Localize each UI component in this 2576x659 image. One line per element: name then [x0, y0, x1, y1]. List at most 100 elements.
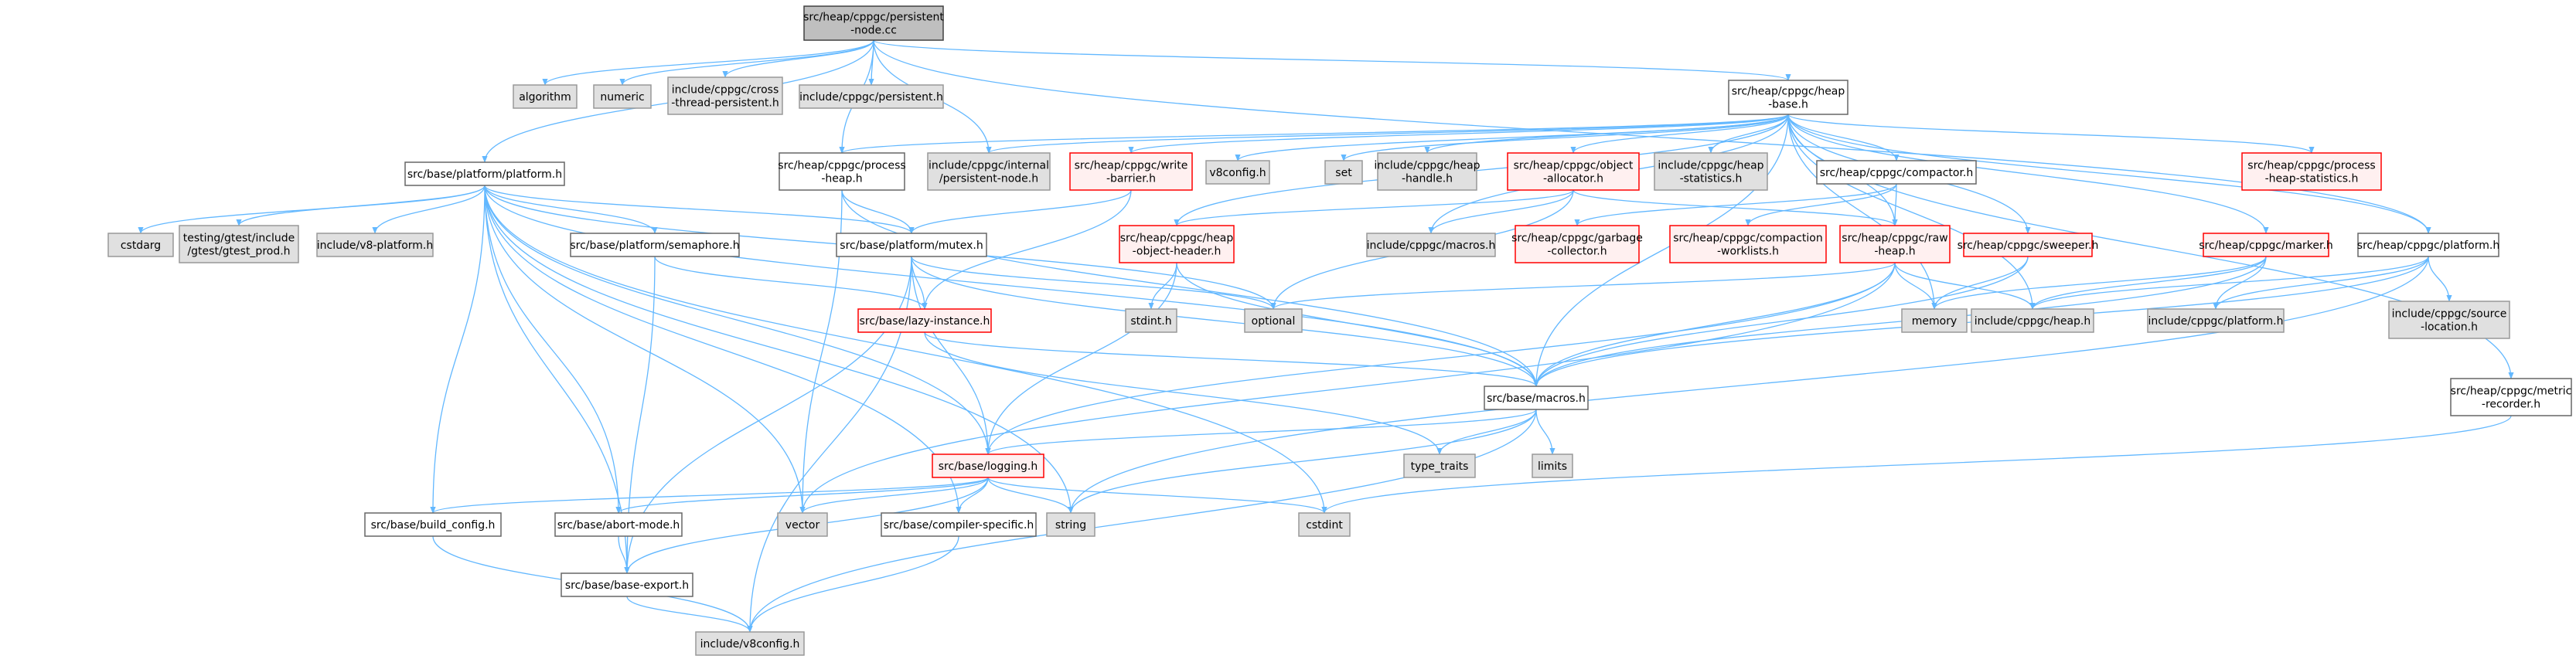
- graph-node-cppgc-platform[interactable]: src/heap/cppgc/platform.h: [2357, 233, 2499, 257]
- graph-node-compaction-worklists[interactable]: src/heap/cppgc/compaction-worklists.h: [1669, 225, 1827, 263]
- graph-node-numeric[interactable]: numeric: [593, 84, 652, 109]
- graph-node-internal-persistent[interactable]: include/cppgc/internal/persistent-node.h: [927, 152, 1051, 191]
- node-label: src/base/platform/semaphore.h: [570, 239, 739, 252]
- graph-node-string[interactable]: string: [1046, 512, 1095, 537]
- node-label: algorithm: [519, 91, 571, 104]
- node-label: src/base/compiler-specific.h: [884, 519, 1034, 532]
- graph-node-stdint[interactable]: stdint.h: [1125, 308, 1177, 333]
- graph-node-optional[interactable]: optional: [1244, 308, 1303, 333]
- graph-node-type-traits[interactable]: type_traits: [1403, 453, 1476, 478]
- graph-node-memory[interactable]: memory: [1901, 308, 1968, 333]
- graph-node-cross-thread[interactable]: include/cppgc/cross-thread-persistent.h: [667, 76, 783, 115]
- edge-logging-to-abort-mode: [615, 477, 989, 514]
- graph-node-limits[interactable]: limits: [1532, 453, 1573, 478]
- graph-node-heap-statistics[interactable]: include/cppgc/heap-statistics.h: [1654, 152, 1768, 191]
- edge-heap-base-to-cppgc-platform: [1787, 114, 2431, 234]
- node-label: limits: [1538, 460, 1567, 473]
- node-label: src/heap/cppgc/persistent: [803, 12, 944, 24]
- graph-node-raw-heap[interactable]: src/heap/cppgc/raw-heap.h: [1839, 225, 1951, 263]
- graph-node-metric-recorder[interactable]: src/heap/cppgc/metric-recorder.h: [2450, 378, 2572, 416]
- node-box: [1119, 225, 1235, 263]
- graph-node-heap-base[interactable]: src/heap/cppgc/heap-base.h: [1728, 80, 1849, 115]
- node-label: src/heap/cppgc/heap: [1732, 86, 1845, 98]
- edge-logging-to-vector: [799, 477, 989, 514]
- graph-node-heap-handle[interactable]: include/cppgc/heap-handle.h: [1374, 152, 1481, 191]
- node-box: [1669, 225, 1827, 263]
- graph-node-process-heap-stats[interactable]: src/heap/cppgc/process-heap-statistics.h: [2241, 152, 2382, 191]
- node-label: -barrier.h: [1106, 173, 1156, 185]
- node-label: src/heap/cppgc/marker.h: [2199, 239, 2333, 252]
- graph-node-v8config-h[interactable]: v8config.h: [1205, 160, 1270, 185]
- node-box: [881, 512, 1037, 537]
- graph-node-gtest-prod[interactable]: testing/gtest/include/gtest/gtest_prod.h: [179, 225, 299, 263]
- graph-node-lazy-instance[interactable]: src/base/lazy-instance.h: [857, 308, 992, 333]
- graph-node-marker[interactable]: src/heap/cppgc/marker.h: [2199, 233, 2333, 257]
- node-label: src/heap/cppgc/process: [778, 160, 905, 172]
- node-box: [1728, 80, 1849, 115]
- graph-node-vector[interactable]: vector: [777, 512, 828, 537]
- edge-platform-h-to-string: [484, 185, 1074, 514]
- edge-compactor-to-garbage-collector: [1574, 183, 1897, 226]
- graph-node-mutex[interactable]: src/base/platform/mutex.h: [836, 233, 987, 257]
- graph-node-base-export[interactable]: src/base/base-export.h: [561, 572, 693, 597]
- node-label: memory: [1912, 315, 1958, 328]
- node-label: include/cppgc/heap.h: [1975, 315, 2091, 328]
- node-box: [1901, 308, 1968, 333]
- graph-node-abort-mode[interactable]: src/base/abort-mode.h: [554, 512, 683, 537]
- graph-node-compiler-specific[interactable]: src/base/compiler-specific.h: [881, 512, 1037, 537]
- node-label: -heap.h: [821, 173, 862, 185]
- graph-node-base-macros[interactable]: src/base/macros.h: [1484, 386, 1589, 410]
- graph-node-logging[interactable]: src/base/logging.h: [932, 453, 1044, 478]
- node-label: /persistent-node.h: [939, 173, 1038, 185]
- graph-node-heap-h-inc[interactable]: include/cppgc/heap.h: [1971, 308, 2094, 333]
- nodes-layer: src/heap/cppgc/persistent-node.cc algorit…: [107, 5, 2572, 656]
- graph-node-build-config[interactable]: src/base/build_config.h: [364, 512, 502, 537]
- graph-node-compactor[interactable]: src/heap/cppgc/compactor.h: [1816, 160, 1977, 185]
- graph-node-sweeper[interactable]: src/heap/cppgc/sweeper.h: [1958, 233, 2099, 257]
- edge-heap-object-header-to-base-macros: [1176, 262, 1539, 387]
- graph-node-cstdarg[interactable]: cstdarg: [107, 233, 174, 257]
- node-box: [179, 225, 299, 263]
- graph-node-root[interactable]: src/heap/cppgc/persistent-node.cc: [803, 5, 944, 41]
- edge-marker-to-heap-h-inc: [2029, 256, 2267, 310]
- edge-heap-base-to-base-macros: [1533, 114, 1789, 387]
- node-label: set: [1335, 167, 1352, 179]
- node-box: [1377, 152, 1477, 191]
- graph-node-object-allocator[interactable]: src/heap/cppgc/object-allocator.h: [1507, 152, 1640, 191]
- node-label: -thread-persistent.h: [671, 97, 779, 110]
- graph-node-macros-h-inc[interactable]: include/cppgc/macros.h: [1366, 233, 1496, 257]
- edge-raw-heap-to-optional: [1270, 262, 1896, 310]
- edge-base-macros-to-v8config-inc: [747, 409, 1537, 633]
- edge-platform-h-to-gtest-prod: [236, 185, 486, 226]
- graph-node-v8-platform[interactable]: include/v8-platform.h: [316, 233, 434, 257]
- graph-node-platform-h[interactable]: src/base/platform/platform.h: [404, 161, 565, 186]
- graph-node-source-location[interactable]: include/cppgc/source-location.h: [2388, 301, 2510, 339]
- graph-node-set[interactable]: set: [1324, 160, 1363, 185]
- node-label: src/base/platform/platform.h: [407, 168, 562, 181]
- graph-node-platform-inc[interactable]: include/cppgc/platform.h: [2147, 308, 2285, 333]
- node-label: cstdarg: [121, 239, 161, 252]
- node-box: [1205, 160, 1270, 185]
- graph-node-algorithm[interactable]: algorithm: [513, 84, 578, 109]
- node-box: [593, 84, 652, 109]
- edge-platform-h-to-logging: [484, 185, 991, 455]
- node-label: src/heap/cppgc/object: [1514, 160, 1634, 172]
- node-label: src/base/abort-mode.h: [557, 519, 680, 532]
- graph-node-persistent-h[interactable]: include/cppgc/persistent.h: [799, 84, 944, 109]
- edge-raw-heap-to-memory: [1894, 262, 1937, 310]
- graph-node-v8config-inc[interactable]: include/v8config.h: [695, 631, 805, 656]
- graph-node-heap-object-header[interactable]: src/heap/cppgc/heap-object-header.h: [1119, 225, 1235, 263]
- graph-node-garbage-collector[interactable]: src/heap/cppgc/garbage-collector.h: [1511, 225, 1643, 263]
- graph-node-cstdint[interactable]: cstdint: [1298, 512, 1351, 537]
- node-box: [316, 233, 434, 257]
- edge-compactor-to-compaction-worklists: [1745, 183, 1897, 226]
- graph-node-write-barrier[interactable]: src/heap/cppgc/write-barrier.h: [1069, 152, 1193, 191]
- node-label: -node.cc: [850, 25, 897, 37]
- node-box: [1532, 453, 1573, 478]
- graph-node-semaphore[interactable]: src/base/platform/semaphore.h: [570, 233, 740, 257]
- edge-heap-base-to-internal-persistent: [986, 114, 1789, 154]
- edge-marker-to-platform-inc: [2213, 256, 2267, 310]
- edge-base-macros-to-limits: [1535, 409, 1555, 455]
- graph-node-process-heap[interactable]: src/heap/cppgc/process-heap.h: [778, 152, 906, 191]
